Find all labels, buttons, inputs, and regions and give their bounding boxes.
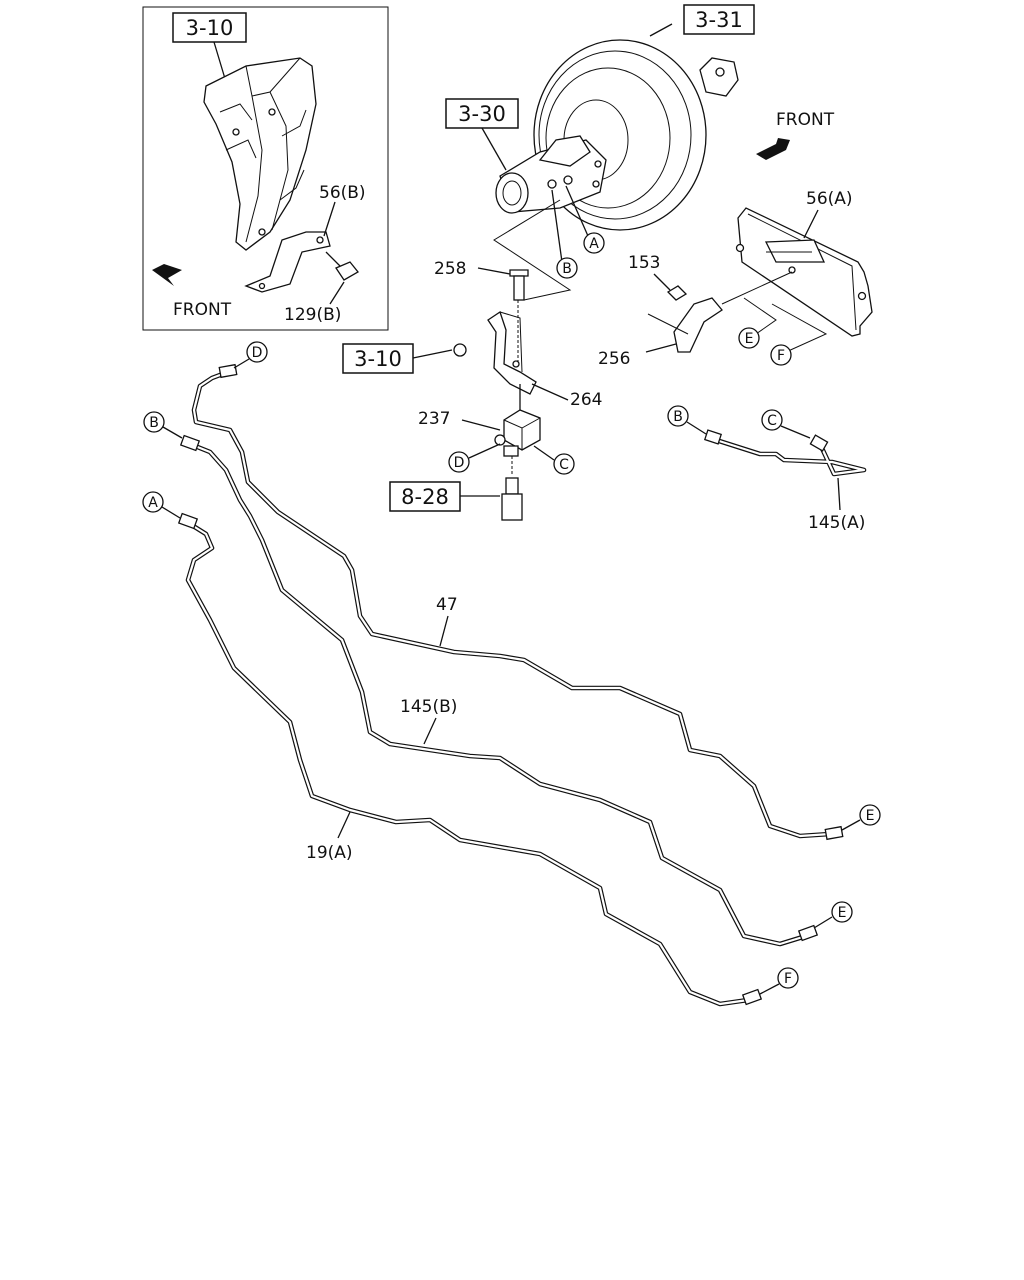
- ref-label: 3-10: [186, 16, 234, 40]
- part-label-153: 153: [628, 253, 660, 273]
- svg-text:A: A: [589, 236, 599, 252]
- bolt-153: [666, 285, 688, 301]
- svg-text:A: A: [148, 495, 158, 511]
- part-label-129b: 129(B): [284, 305, 341, 325]
- bracket-56b-drawing: [244, 231, 331, 293]
- bolt-258: [509, 269, 529, 301]
- marker-d-connector: D: [448, 451, 470, 473]
- marker-b-145a: B: [667, 405, 689, 427]
- ref-box-3-31: 3-31: [683, 4, 755, 35]
- svg-text:D: D: [454, 455, 465, 471]
- marker-f-pipe19a: F: [777, 967, 799, 989]
- pipe-145b: [179, 434, 819, 947]
- ref-label: 8-28: [401, 485, 449, 509]
- marker-e-pipe47: E: [859, 804, 881, 826]
- marker-f-bracket: F: [770, 344, 792, 366]
- marker-b-master: B: [556, 257, 578, 279]
- pipe-47: [191, 363, 844, 841]
- svg-text:C: C: [767, 413, 777, 429]
- three-way-connector-237: [494, 409, 541, 457]
- bolt-129b: [325, 251, 359, 281]
- pipe-19a: [177, 512, 763, 1007]
- marker-c-145a: C: [761, 409, 783, 431]
- svg-text:E: E: [838, 905, 847, 921]
- part-label-56b: 56(B): [319, 183, 366, 203]
- ref-box-3-10-inset: 3-10: [172, 12, 247, 43]
- pressure-switch-8-28: [501, 456, 523, 521]
- clamp-256-drawing: [673, 297, 723, 353]
- part-label-264: 264: [570, 390, 602, 410]
- front-arrow-inset: FRONT: [152, 264, 232, 320]
- pedal-bracket-drawing: [203, 57, 317, 251]
- svg-text:C: C: [559, 457, 569, 473]
- marker-b-pipe: B: [143, 411, 165, 433]
- pedal-bracket-inset: 3-10 56(B) 129(B): [142, 6, 389, 331]
- bracket-56a-drawing: [735, 207, 873, 337]
- part-label-258: 258: [434, 259, 466, 279]
- part-label-237: 237: [418, 409, 450, 429]
- marker-e-bracket: E: [738, 327, 760, 349]
- ref-label: 3-31: [695, 8, 743, 32]
- svg-text:F: F: [784, 971, 792, 987]
- part-label-56a: 56(A): [806, 189, 853, 209]
- svg-text:E: E: [866, 808, 875, 824]
- svg-text:E: E: [745, 331, 754, 347]
- ref-label: 3-30: [458, 102, 506, 126]
- svg-text:B: B: [562, 261, 572, 277]
- part-label-145b: 145(B): [400, 697, 457, 717]
- master-cylinder-drawing: [495, 135, 607, 214]
- marker-e-pipe145b: E: [831, 901, 853, 923]
- front-arrow-main: FRONT: [756, 110, 835, 160]
- ref-box-3-10-main: 3-10: [342, 343, 414, 374]
- part-label-145a: 145(A): [808, 513, 865, 533]
- bracket-264-drawing: [487, 310, 537, 395]
- pipe-145a: [703, 429, 867, 477]
- part-label-47: 47: [436, 595, 458, 615]
- svg-text:B: B: [149, 415, 159, 431]
- part-label-256: 256: [598, 349, 630, 369]
- nut-3-10: [453, 343, 467, 357]
- marker-a-master: A: [583, 232, 605, 254]
- svg-text:B: B: [673, 409, 683, 425]
- marker-a-pipe: A: [142, 491, 164, 513]
- front-label-main: FRONT: [776, 110, 835, 130]
- front-label-inset: FRONT: [173, 300, 232, 320]
- ref-label: 3-10: [354, 347, 402, 371]
- marker-d-pipe: D: [246, 341, 268, 363]
- marker-c-connector: C: [553, 453, 575, 475]
- svg-text:D: D: [252, 345, 263, 361]
- svg-text:F: F: [777, 348, 785, 364]
- ref-box-8-28: 8-28: [389, 481, 461, 512]
- ref-box-3-30: 3-30: [445, 98, 519, 129]
- part-label-19a: 19(A): [306, 843, 353, 863]
